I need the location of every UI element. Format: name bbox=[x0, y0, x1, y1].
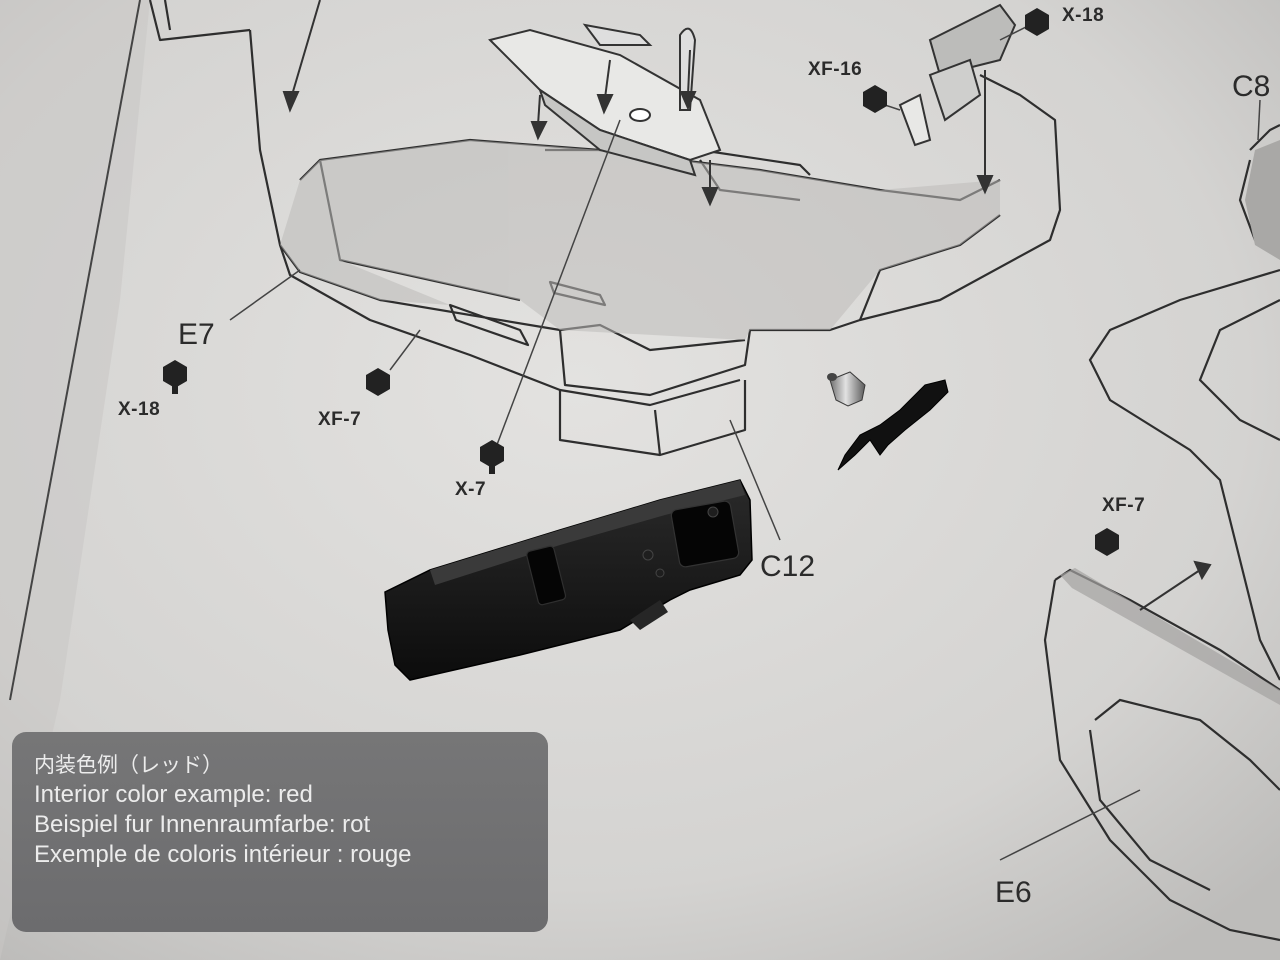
floor-pan-shading bbox=[280, 140, 1000, 340]
paint-label-xf16: XF-16 bbox=[808, 59, 863, 80]
note-line-english: Interior color example: red bbox=[34, 781, 313, 808]
note-line-french: Exemple de coloris intérieur : rouge bbox=[34, 841, 412, 868]
part-label-c8: C8 bbox=[1232, 70, 1271, 103]
page-edge-shadow bbox=[0, 0, 150, 960]
paint-label-x18-left: X-18 bbox=[118, 399, 161, 420]
door-panel-drawing bbox=[1043, 124, 1280, 942]
seat-bracket-drawing bbox=[898, 3, 1017, 147]
seat-side-shading bbox=[1245, 140, 1280, 260]
paint-label-x7: X-7 bbox=[455, 479, 487, 500]
black-handbrake-part bbox=[837, 379, 949, 471]
part-label-e6: E6 bbox=[995, 876, 1032, 909]
paint-label-xf7-right: XF-7 bbox=[1102, 495, 1146, 516]
paint-label-xf7-left: XF-7 bbox=[318, 409, 362, 430]
part-label-e7: E7 bbox=[178, 318, 215, 351]
black-console-part bbox=[384, 479, 753, 681]
paint-hexagon-markers bbox=[163, 8, 1119, 556]
note-line-german: Beispiel fur Innenraumfarbe: rot bbox=[34, 811, 371, 838]
paint-label-x18-top: X-18 bbox=[1062, 5, 1105, 26]
note-line-japanese: 内装色例（レッド） bbox=[34, 753, 223, 777]
part-label-c12: C12 bbox=[760, 550, 816, 583]
chrome-shift-knob-part bbox=[827, 371, 866, 407]
assembly-arrows bbox=[282, 0, 1212, 611]
door-panel-edge bbox=[1060, 568, 1280, 705]
page-border-line bbox=[9, 0, 141, 701]
interior-color-note-box: 内装色例（レッド） Interior color example: red Be… bbox=[12, 732, 548, 932]
